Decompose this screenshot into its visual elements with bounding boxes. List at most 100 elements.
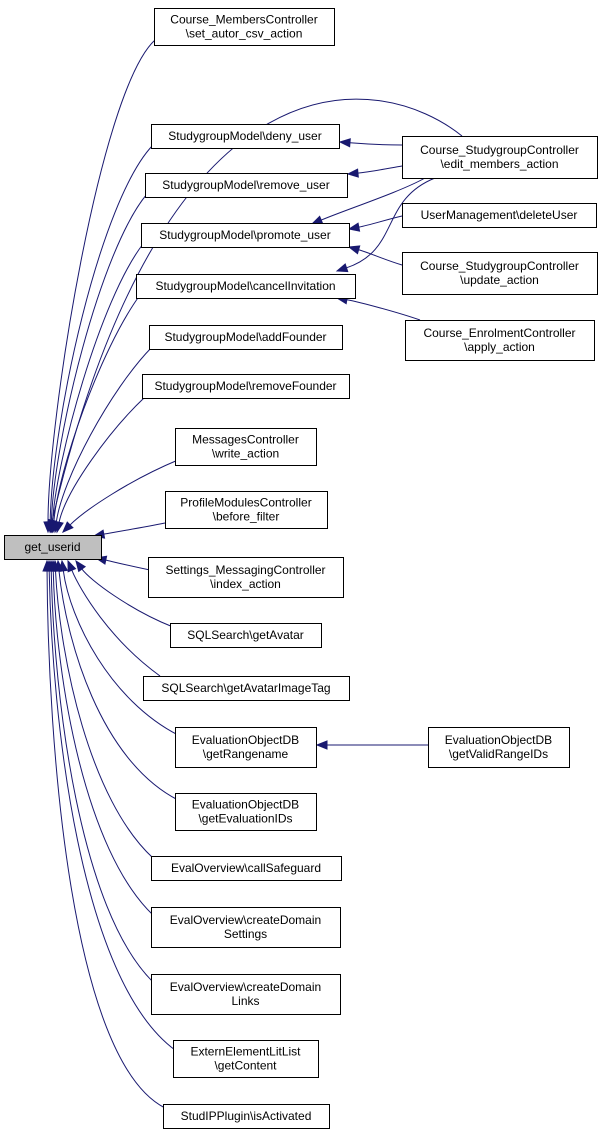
node-box: [143, 676, 350, 701]
edge-sg_cancel-to-get_userid: [49, 294, 141, 534]
edge-line: [81, 568, 174, 628]
node-box: [145, 173, 348, 198]
node-eo-evalids[interactable]: EvaluationObjectDB\getEvaluationIDs: [175, 793, 317, 831]
edge-line: [346, 299, 421, 321]
node-eo-validrange[interactable]: EvaluationObjectDB\getValidRangeIDs: [428, 727, 570, 768]
node-label: \getEvaluationIDs: [198, 812, 292, 826]
node-label: ProfileModulesController: [180, 496, 311, 510]
node-ext-getcontent[interactable]: ExternElementLitList\getContent: [173, 1040, 319, 1078]
node-csc-edit[interactable]: Course_StudygroupController\edit_members…: [402, 136, 598, 179]
node-box: [151, 974, 341, 1015]
edge-line: [53, 294, 141, 523]
node-sql-avatar[interactable]: SQLSearch\getAvatar: [170, 623, 322, 648]
node-label: Settings: [224, 927, 267, 941]
arrowhead-icon: [315, 740, 328, 750]
edge-sql_avatar-to-get_userid: [75, 559, 174, 628]
node-label: UserManagement\deleteUser: [421, 208, 578, 222]
arrowhead-icon: [347, 245, 361, 255]
node-plugin-active[interactable]: StudIPPlugin\isActivated: [163, 1104, 330, 1129]
node-box: [175, 727, 317, 768]
node-ce-apply[interactable]: Course_EnrolmentController\apply_action: [405, 320, 595, 361]
node-box: [402, 136, 598, 179]
arrowhead-icon: [338, 138, 351, 148]
node-sg-removefounder[interactable]: StudygroupModel\removeFounder: [142, 374, 350, 399]
node-box: [136, 274, 356, 299]
edge-plugin_active-to-get_userid: [42, 559, 166, 1109]
node-label: StudygroupModel\remove_user: [162, 178, 329, 192]
arrowhead-icon: [62, 521, 74, 533]
edge-line: [71, 570, 161, 677]
node-box: [141, 223, 350, 248]
edge-line: [46, 570, 166, 1109]
node-get-userid[interactable]: get_userid: [4, 535, 102, 560]
node-sg-addfounder[interactable]: StudygroupModel\addFounder: [149, 325, 343, 350]
node-cm-set-autor[interactable]: Course_MembersController\set_autor_csv_a…: [154, 8, 335, 46]
node-box: [151, 907, 341, 948]
edge-line: [346, 177, 436, 269]
node-sg-promote[interactable]: StudygroupModel\promote_user: [141, 223, 350, 248]
edge-csc_edit-to-sg_deny: [338, 138, 403, 148]
node-box: [154, 8, 335, 46]
arrowhead-icon: [54, 520, 64, 534]
node-label: \getValidRangeIDs: [449, 747, 548, 761]
node-box: [165, 491, 328, 529]
edge-sg_deny-to-get_userid: [45, 144, 154, 534]
edge-line: [55, 346, 153, 523]
node-csc-update[interactable]: Course_StudygroupController\update_actio…: [402, 252, 598, 295]
edge-ce_apply-to-sg_cancel: [335, 295, 421, 321]
arrowhead-icon: [75, 559, 87, 573]
edge-ev_domlinks-to-get_userid: [46, 559, 154, 983]
node-ev-safeguard[interactable]: EvalOverview\callSafeguard: [151, 856, 342, 881]
edge-line: [52, 570, 154, 916]
edge-line: [358, 249, 403, 266]
node-box: [151, 856, 342, 881]
node-sg-cancel[interactable]: StudygroupModel\cancelInvitation: [136, 274, 356, 299]
edge-ev_safeguard-to-get_userid: [50, 559, 154, 859]
node-label: \index_action: [210, 577, 281, 591]
node-label: get_userid: [24, 540, 80, 554]
node-label: StudygroupModel\promote_user: [159, 228, 330, 242]
node-box: [175, 428, 317, 466]
edge-line: [49, 144, 154, 523]
node-box: [151, 124, 340, 149]
edge-sm_index-to-get_userid: [94, 555, 151, 571]
node-label: StudygroupModel\removeFounder: [154, 379, 336, 393]
edge-csc_update-to-sg_promote: [347, 245, 403, 266]
node-label: EvalOverview\createDomain: [170, 980, 321, 994]
node-label: EvaluationObjectDB: [192, 798, 299, 812]
node-box: [148, 557, 344, 598]
node-box: [149, 325, 343, 350]
arrowhead-icon: [42, 559, 52, 572]
edge-line: [48, 570, 176, 1051]
node-um-delete[interactable]: UserManagement\deleteUser: [402, 203, 597, 228]
node-box: [170, 623, 322, 648]
node-label: Links: [231, 994, 259, 1008]
edge-line: [55, 570, 154, 859]
node-sg-deny[interactable]: StudygroupModel\deny_user: [151, 124, 340, 149]
edge-line: [69, 459, 179, 526]
node-label: \edit_members_action: [440, 157, 558, 171]
node-eo-rangename[interactable]: EvaluationObjectDB\getRangename: [175, 727, 317, 768]
edge-line: [50, 193, 148, 523]
node-label: StudygroupModel\cancelInvitation: [155, 279, 335, 293]
node-label: StudIPPlugin\isActivated: [181, 1109, 312, 1123]
node-sql-avatartag[interactable]: SQLSearch\getAvatarImageTag: [143, 676, 350, 701]
edge-line: [358, 215, 403, 228]
node-label: \getRangename: [203, 747, 289, 761]
arrowhead-icon: [67, 559, 77, 573]
node-label: Course_StudygroupController: [420, 259, 579, 273]
node-msg-write[interactable]: MessagesController\write_action: [175, 428, 317, 466]
edge-line: [321, 177, 426, 221]
node-sm-index[interactable]: Settings_MessagingController\index_actio…: [148, 557, 344, 598]
edge-eo_validrange-to-eo_rangename: [315, 740, 428, 750]
node-pm-before[interactable]: ProfileModulesController\before_filter: [165, 491, 328, 529]
node-sg-remove[interactable]: StudygroupModel\remove_user: [145, 173, 348, 198]
arrowhead-icon: [347, 222, 361, 232]
node-label: \apply_action: [464, 340, 535, 354]
edge-line: [58, 570, 179, 801]
node-label: \before_filter: [213, 510, 280, 524]
node-box: [142, 374, 350, 399]
